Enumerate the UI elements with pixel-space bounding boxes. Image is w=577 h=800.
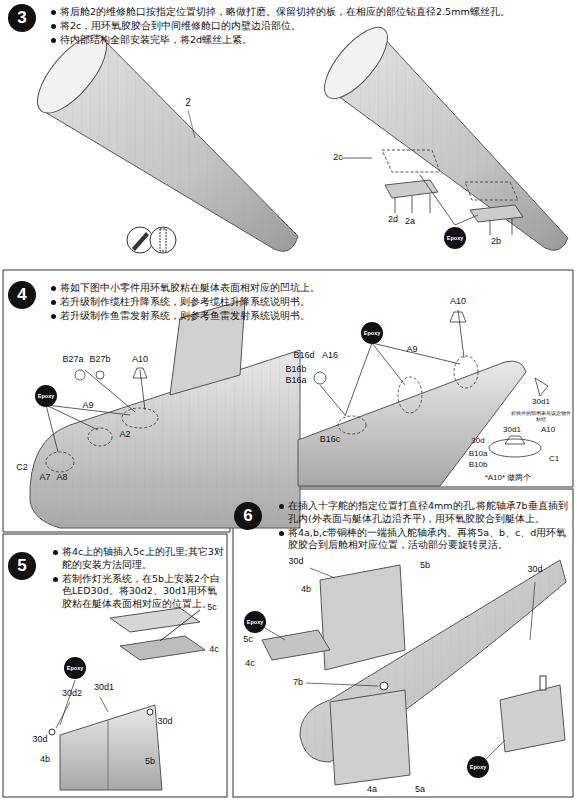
epoxy-icon-label: Epoxy [364, 330, 381, 336]
part-label: 30d1 [94, 683, 114, 693]
part-label: 5c [243, 635, 253, 645]
part-label: 5c [207, 603, 217, 613]
instruction-text: 将4c上的轴插入5c上的孔里;其它3对舵的安装方法同理。 [62, 546, 224, 570]
step-number-text: 5 [17, 556, 26, 575]
part-label: 2b [491, 237, 501, 247]
instruction-item: 在插入十字舵的指定位置打直径4mm的孔,将舵轴承7b垂直插到孔内(外表面与艇体孔… [278, 500, 568, 526]
bullet-dot [51, 286, 56, 291]
step-panel: 将后舱2的维修舱口按指定位置切掉，略做打磨。保留切掉的板，在相应的部位钻直径2.… [50, 6, 570, 47]
part-label: 折线外的部用来与该定物件粘结 [511, 411, 571, 422]
part-label: 30d [288, 557, 303, 567]
part-label: 30d [157, 717, 172, 727]
part-label: A10 [132, 355, 148, 365]
part-label: B16d [293, 351, 314, 361]
instruction-text: 若制作灯光系统，在5b上安装2个白色LED30d。将30d2、30d1用环氧胶粘… [62, 573, 220, 610]
instruction-item: 将后舱2的维修舱口按指定位置切掉，略做打磨。保留切掉的板，在相应的部位钻直径2.… [50, 6, 570, 19]
part-label: 4a [367, 785, 377, 795]
part-label: A8 [56, 473, 67, 483]
instruction-text: 将2c，用环氧胶胶合到中间维修舱口的内壁边沿部位。 [60, 20, 301, 31]
instruction-item: 将4a,b,c带铜棒的一端插入舵轴承内。再将5a、b、c、d用环氧胶胶合到后舱相… [278, 527, 568, 553]
part-label: C1 [549, 455, 559, 464]
part-label: A9 [82, 401, 93, 411]
bullet-dot [279, 504, 284, 509]
instruction-item: 将4c上的轴插入5c上的孔里;其它3对舵的安装方法同理。 [52, 546, 224, 572]
epoxy-icon-label: Epoxy [67, 665, 84, 671]
instruction-item: 若制作灯光系统，在5b上安装2个白色LED30d。将30d2、30d1用环氧胶粘… [52, 573, 224, 611]
instruction-text: 将后舱2的维修舱口按指定位置切掉，略做打磨。保留切掉的板，在相应的部位钻直径2.… [60, 6, 510, 17]
instruction-text: 若升级制作缆柱升降系统，则参考缆柱升降系统说明书。 [60, 296, 310, 307]
instruction-text: 若升级制作鱼雷发射系统，则参考鱼雷发射系统说明书。 [60, 310, 310, 321]
part-label: 2 [185, 97, 191, 108]
instruction-item: 若升级制作缆柱升降系统，则参考缆柱升降系统说明书。 [50, 296, 570, 309]
part-label: 30d1 [503, 426, 521, 435]
part-label: A2 [119, 430, 130, 440]
part-label: B27a [62, 355, 83, 365]
part-label: A16 [322, 351, 338, 361]
bullet-dot [51, 10, 56, 15]
part-label: 30d2 [62, 689, 82, 699]
part-label: 2a [405, 217, 415, 227]
part-label: 5a [415, 785, 425, 795]
part-label: 30d1 [532, 398, 550, 407]
bullet-dot [51, 38, 56, 43]
part-label: 7b [293, 678, 303, 688]
part-label: B10a [469, 450, 488, 459]
epoxy-icon-label: Epoxy [470, 764, 487, 770]
part-label: B27b [89, 355, 110, 365]
bullet-dot [51, 24, 56, 29]
bullet-dot [53, 577, 58, 582]
part-label: 2c [333, 153, 343, 163]
step-number: 4 [8, 281, 36, 309]
part-label: 30d [471, 437, 484, 446]
part-label: 4c [245, 659, 255, 669]
step-number: 6 [234, 502, 262, 530]
part-label: A10 [450, 297, 466, 307]
part-label: B16a [285, 376, 306, 386]
instruction-item: 待内部结构全部安装完毕，将2d螺丝上紧。 [50, 34, 570, 47]
part-label: B16c [320, 435, 341, 445]
part-label: A9 [406, 345, 417, 355]
bullet-dot [279, 531, 284, 536]
step-number: 3 [8, 4, 36, 32]
bullet-dot [51, 300, 56, 305]
instruction-item: 将如下图中小零件用环氧胶粘在艇体表面相对应的凹坑上。 [50, 282, 570, 295]
part-label: A7 [39, 473, 50, 483]
part-label: 30d [32, 735, 47, 745]
part-label: 4b [301, 585, 311, 595]
step-number-text: 6 [243, 506, 252, 525]
step-panel: 将如下图中小零件用环氧胶粘在艇体表面相对应的凹坑上。若升级制作缆柱升降系统，则参… [50, 282, 570, 323]
part-label: 2d [388, 215, 398, 225]
step-panel: 在插入十字舵的指定位置打直径4mm的孔,将舵轴承7b垂直插到孔内(外表面与艇体孔… [278, 500, 568, 553]
instruction-text: 在插入十字舵的指定位置打直径4mm的孔,将舵轴承7b垂直插到孔内(外表面与艇体孔… [288, 500, 568, 524]
part-label: *A10* 做两个 [485, 474, 532, 483]
epoxy-icon-label: Epoxy [447, 235, 464, 241]
instruction-item: 若升级制作鱼雷发射系统，则参考鱼雷发射系统说明书。 [50, 310, 570, 323]
instruction-text: 将如下图中小零件用环氧胶粘在艇体表面相对应的凹坑上。 [60, 282, 320, 293]
instruction-text: 待内部结构全部安装完毕，将2d螺丝上紧。 [60, 34, 252, 45]
step-number: 5 [8, 552, 36, 580]
bullet-dot [53, 550, 58, 555]
part-label: 5b [145, 757, 155, 767]
part-label: A10 [541, 426, 555, 435]
part-label: 4b [40, 755, 50, 765]
part-label: B16b [285, 365, 306, 375]
part-label: B10b [469, 461, 488, 470]
epoxy-icon-label: Epoxy [247, 619, 264, 625]
part-label: 30d [527, 565, 542, 575]
part-label: C2 [16, 463, 28, 473]
instruction-item: 将2c，用环氧胶胶合到中间维修舱口的内壁边沿部位。 [50, 20, 570, 33]
bullet-dot [51, 314, 56, 319]
step-number-text: 3 [17, 8, 26, 27]
part-label: 4c [209, 645, 219, 655]
instruction-text: 将4a,b,c带铜棒的一端插入舵轴承内。再将5a、b、c、d用环氧胶胶合到后舱相… [288, 527, 566, 551]
part-label: 5b [420, 561, 430, 571]
epoxy-icon-label: Epoxy [38, 393, 55, 399]
step-panel: 将4c上的轴插入5c上的孔里;其它3对舵的安装方法同理。若制作灯光系统，在5b上… [52, 546, 224, 612]
step-number-text: 4 [17, 285, 26, 304]
